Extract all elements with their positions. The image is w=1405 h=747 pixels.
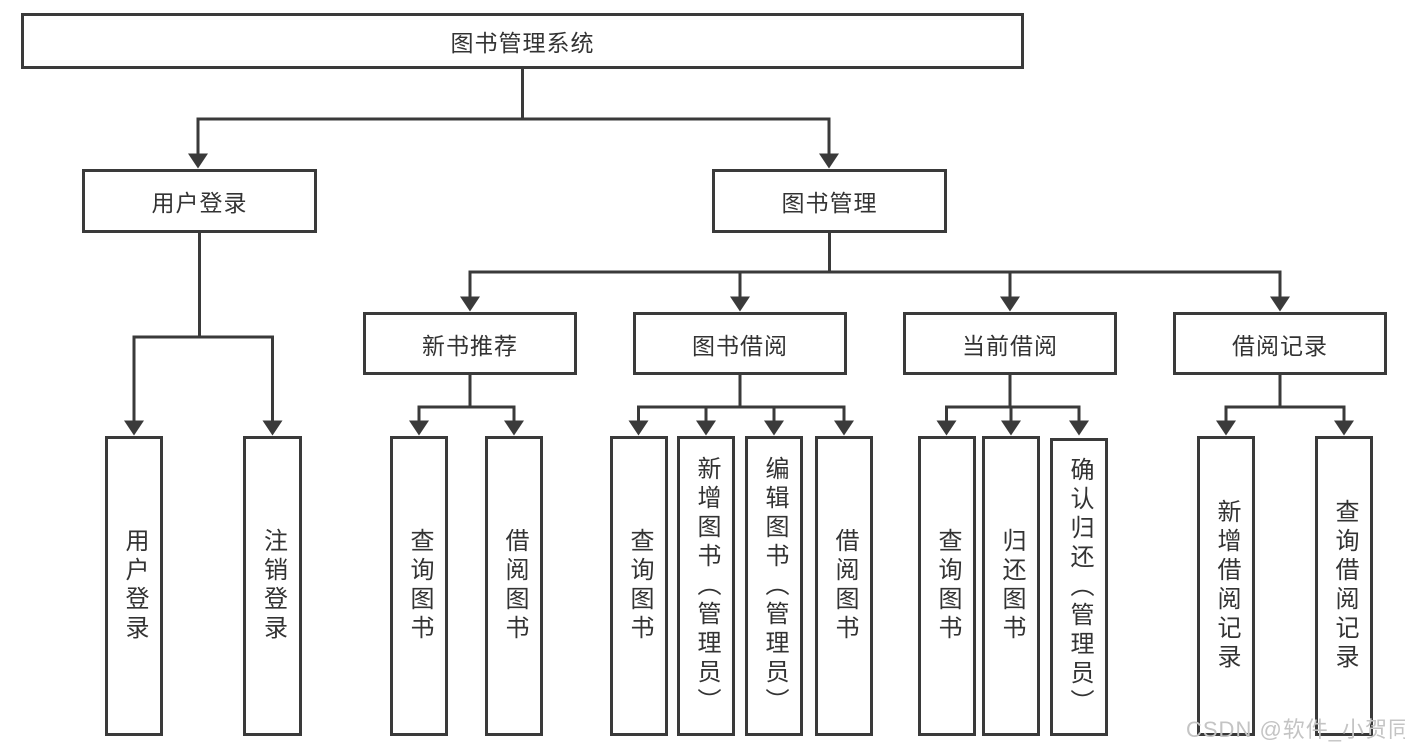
leaf-nbr-borrow-books: 借阅图书 bbox=[485, 436, 543, 736]
node-user-login: 用户登录 bbox=[82, 169, 317, 233]
leaf-logout-login: 注销登录 bbox=[243, 436, 302, 736]
node-new-book-recommend: 新书推荐 bbox=[363, 312, 577, 375]
leaf-bb-borrow-books: 借阅图书 bbox=[815, 436, 873, 736]
node-borrowing-records: 借阅记录 bbox=[1173, 312, 1387, 375]
leaf-cb-confirm-return-admin: 确认归还（管理员） bbox=[1050, 438, 1108, 736]
leaf-br-query-record: 查询借阅记录 bbox=[1315, 436, 1373, 736]
leaf-user-login: 用户登录 bbox=[105, 436, 163, 736]
csdn-watermark: CSDN @软件_小贺同学 bbox=[1186, 717, 1405, 742]
leaf-bb-query-books: 查询图书 bbox=[610, 436, 668, 736]
node-book-borrowing: 图书借阅 bbox=[633, 312, 847, 375]
leaf-bb-edit-books-admin: 编辑图书（管理员） bbox=[745, 436, 803, 736]
node-current-borrowing: 当前借阅 bbox=[903, 312, 1117, 375]
node-book-management: 图书管理 bbox=[712, 169, 947, 233]
leaf-bb-add-books-admin: 新增图书（管理员） bbox=[677, 436, 735, 736]
node-root: 图书管理系统 bbox=[21, 13, 1024, 69]
leaf-cb-return-books: 归还图书 bbox=[982, 436, 1040, 736]
leaf-cb-query-books: 查询图书 bbox=[918, 436, 976, 736]
leaf-br-add-record: 新增借阅记录 bbox=[1197, 436, 1255, 736]
leaf-nbr-query-books: 查询图书 bbox=[390, 436, 448, 736]
